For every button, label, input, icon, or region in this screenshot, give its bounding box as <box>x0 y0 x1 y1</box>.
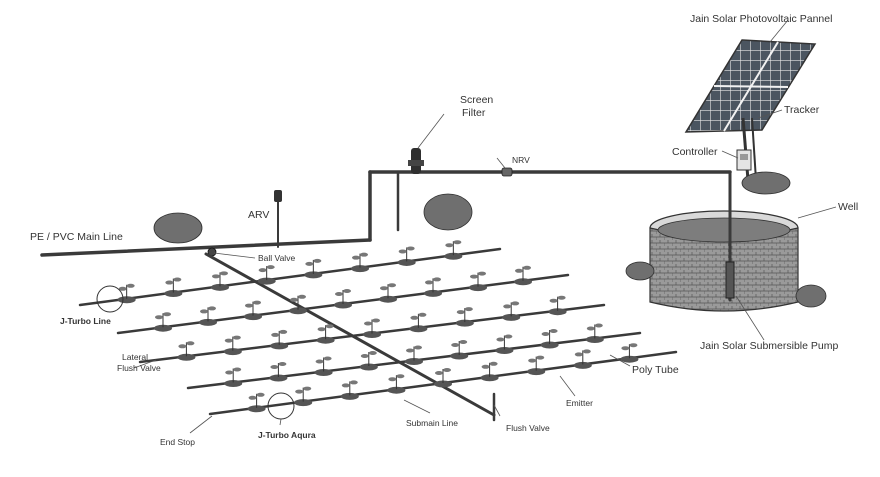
crop-plant <box>351 253 369 272</box>
crop-plant <box>211 271 229 291</box>
crop-plant <box>177 341 195 361</box>
crop-plant <box>424 277 442 297</box>
label-end-stop: End Stop <box>160 437 195 447</box>
crop-plant <box>444 240 462 260</box>
label-jturbo-line: J-Turbo Line <box>60 316 111 326</box>
crop-plant <box>164 278 182 298</box>
crop-plant <box>289 295 307 315</box>
solar-panel <box>686 40 815 132</box>
crop-plant <box>481 362 499 382</box>
label-well: Well <box>838 201 858 213</box>
label-main-line: PE / PVC Main Line <box>30 231 123 243</box>
label-flush-valve: Flush Valve <box>506 423 550 433</box>
crop-plant <box>224 336 242 356</box>
crop-plant <box>294 387 312 407</box>
crop-plant <box>541 329 559 349</box>
crop-plant <box>586 324 604 344</box>
crop-plant <box>574 349 592 369</box>
label-nrv: NRV <box>512 155 530 165</box>
crop-plant <box>387 374 405 394</box>
crop-plant <box>434 368 452 388</box>
crop-plant <box>341 380 359 400</box>
label-submain-line: Submain Line <box>406 418 458 428</box>
controller-box <box>737 150 751 170</box>
crop-plant <box>269 362 287 382</box>
label-ball-valve: Ball Valve <box>258 253 295 263</box>
crop-plant <box>495 335 513 355</box>
crop-plant <box>199 306 217 326</box>
crop-plant <box>224 368 242 388</box>
label-emitter: Emitter <box>566 398 593 408</box>
crop-plant <box>244 301 262 321</box>
crop-plant <box>334 289 352 309</box>
screen-filter <box>408 148 424 174</box>
crop-plant <box>502 301 520 321</box>
crop-plant <box>398 246 416 266</box>
crop-plant <box>258 265 276 285</box>
label-screen-filter-1: Screen <box>460 94 493 106</box>
crop-plant <box>315 357 333 377</box>
submersible-pump <box>726 262 734 298</box>
label-solar-panel: Jain Solar Photovoltaic Pannel <box>690 13 832 25</box>
crop-plant <box>154 312 172 332</box>
lateral-lines <box>80 249 676 414</box>
label-lateral-flush-1: Lateral <box>122 352 148 362</box>
crop-plant <box>456 307 474 327</box>
label-lateral-flush-2: Flush Valve <box>117 363 161 373</box>
crop-plant <box>317 324 335 344</box>
arv-valve <box>274 190 282 247</box>
label-arv: ARV <box>248 209 269 221</box>
label-pump: Jain Solar Submersible Pump <box>700 340 838 352</box>
label-jturbo-aqua: J-Turbo Aqura <box>258 430 316 440</box>
crop-plant <box>409 313 427 333</box>
crop-plant <box>620 343 638 363</box>
crop-plant <box>360 351 378 371</box>
crop-plant <box>379 283 397 303</box>
crop-plant <box>450 340 468 360</box>
crop-plant <box>469 272 487 292</box>
nrv-valve <box>502 168 512 176</box>
label-poly-tube: Poly Tube <box>632 364 679 376</box>
crop-plant <box>363 319 381 339</box>
label-tracker: Tracker <box>784 104 820 116</box>
crop-plant <box>118 284 136 304</box>
well <box>650 211 798 311</box>
crop-plant <box>514 266 532 286</box>
crop-plant <box>405 346 423 366</box>
label-controller: Controller <box>672 146 718 158</box>
crop-plant <box>248 393 266 413</box>
crop-plant <box>549 296 567 316</box>
main-line-pipe <box>42 172 730 300</box>
crop-plant <box>527 356 545 376</box>
crop-plant <box>270 330 288 350</box>
label-screen-filter-2: Filter <box>462 107 486 119</box>
crop-plant <box>304 259 322 279</box>
